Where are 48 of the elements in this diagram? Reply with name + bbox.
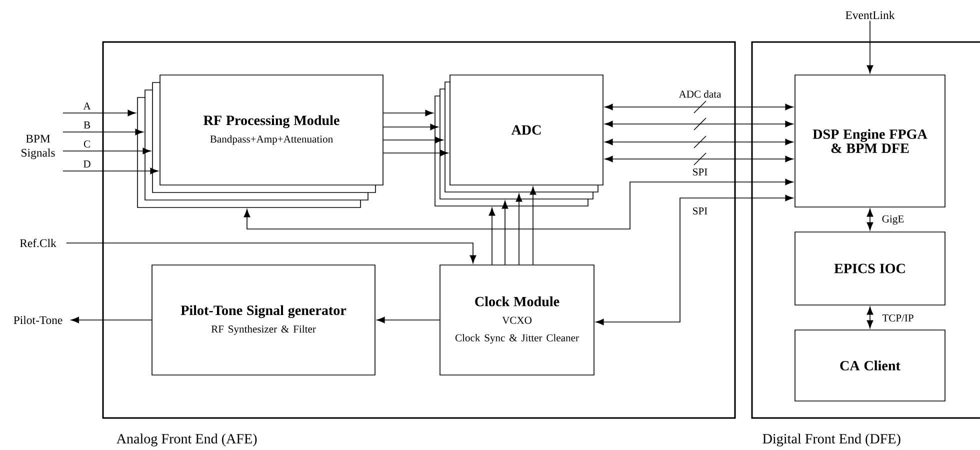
process-box: DSP Engine FPGA & BPM DFE	[794, 74, 946, 208]
arrow	[488, 208, 496, 265]
edge-label: ADC data	[678, 89, 722, 99]
process-box: EPICS IOC	[794, 232, 946, 306]
frame-box	[102, 41, 736, 419]
module-stack: ADC	[434, 74, 604, 206]
arrow	[62, 128, 144, 136]
arrow	[604, 138, 794, 146]
arrow	[530, 186, 536, 265]
arrow	[516, 194, 522, 265]
arrow	[62, 168, 158, 174]
edge-label: SPI	[691, 206, 709, 216]
signal-label: Ref.Clk	[20, 238, 56, 248]
arrow	[866, 208, 874, 230]
module-stack: RF Processing Module Bandpass+Amp+Attenuation	[137, 74, 384, 208]
signal-label: BPM Signals	[22, 134, 55, 160]
arrow	[70, 316, 152, 324]
edge-label: C	[82, 139, 92, 149]
process-box: Pilot-Tone Signal generator RF Synthesizer & Filter	[152, 264, 376, 376]
process-box: Clock Module VCXO Clock Sync & Jitter Cleaner	[440, 264, 594, 376]
arrow	[383, 124, 438, 130]
arrow	[376, 316, 440, 324]
edge-label: D	[82, 159, 92, 169]
arrow	[383, 136, 444, 144]
arrow	[244, 178, 794, 230]
signal-label: Pilot-Tone	[14, 316, 62, 324]
signal-label: EventLink	[846, 10, 895, 20]
process-box: CA Client	[794, 330, 946, 402]
edge-label: A	[82, 101, 92, 111]
arrow	[604, 156, 794, 162]
arrow	[866, 20, 874, 74]
edge-label: TCP/IP	[881, 313, 915, 323]
arrow	[866, 306, 874, 328]
frame-box	[751, 41, 980, 419]
frame-heading: Analog Front End (AFE)	[116, 434, 257, 446]
arrow	[62, 148, 151, 154]
arrow	[62, 110, 136, 116]
arrow	[604, 104, 794, 110]
frame-heading: Digital Front End (DFE)	[762, 434, 900, 446]
arrow	[604, 120, 794, 128]
edge-label: SPI	[691, 167, 709, 177]
arrow	[502, 200, 508, 265]
arrow	[383, 110, 434, 116]
arrow	[596, 194, 794, 326]
edge-label: GigE	[880, 214, 906, 226]
arrow	[66, 242, 476, 264]
edge-label: B	[82, 120, 92, 130]
arrow	[383, 150, 448, 156]
